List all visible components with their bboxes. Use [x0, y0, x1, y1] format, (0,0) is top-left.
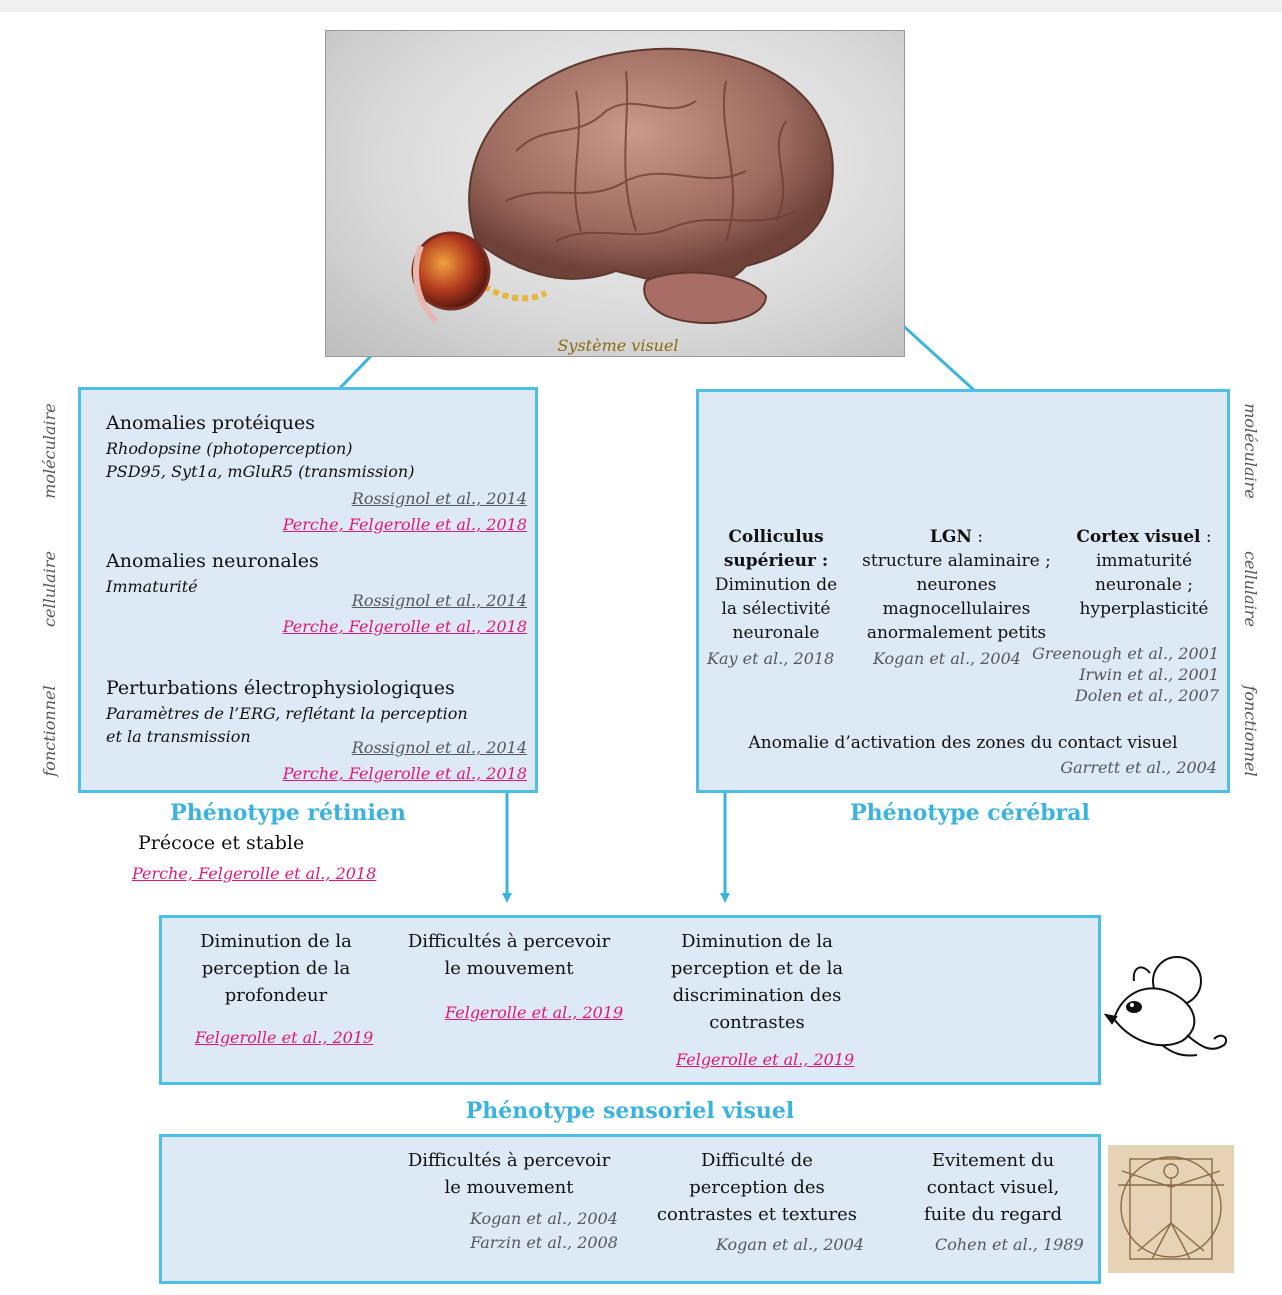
- citation: Felgerolle et al., 2019: [676, 1050, 855, 1069]
- mouse-depth-perception: Diminution de la perception de la profon…: [166, 928, 386, 1009]
- lgn-block: LGN : structure alaminaire ; neurones ma…: [859, 525, 1054, 645]
- colliculus-title-b: supérieur :: [723, 551, 829, 571]
- citation: Farzin et al., 2008: [470, 1233, 618, 1252]
- mouse-illustration: [1103, 956, 1228, 1057]
- right-axis-label-cellular: cellulaire: [1241, 551, 1260, 627]
- mouse-contrast-line: discrimination des: [672, 985, 842, 1006]
- mouse-contrast-line: Diminution de la: [681, 931, 833, 952]
- left-axis-label-cellular: cellulaire: [40, 551, 59, 627]
- human-motion-perception: Difficultés à percevoir le mouvement: [394, 1147, 624, 1201]
- colliculus-line: neuronale: [732, 623, 820, 643]
- electrophysiology-title: Perturbations électrophysiologiques: [106, 677, 455, 699]
- citation: Rossignol et al., 2014: [351, 489, 527, 508]
- cortex-citations: Greenough et al., 2001 Irwin et al., 200…: [1032, 643, 1219, 706]
- cerebral-phenotype-title: Phénotype cérébral: [850, 800, 1090, 826]
- human-gaze-line: contact visuel,: [926, 1177, 1060, 1198]
- mouse-contrast-line: perception et de la: [670, 958, 844, 979]
- colliculus-block: Colliculus supérieur : Diminution de la …: [701, 525, 851, 645]
- citation: Felgerolle et al., 2019: [195, 1028, 374, 1047]
- citation: Rossignol et al., 2014: [351, 738, 527, 757]
- citation: Perche, Felgerolle et al., 2018: [282, 764, 527, 783]
- human-contrast-line: perception des: [689, 1177, 825, 1198]
- cortex-block: Cortex visuel : immaturité neuronale ; h…: [1064, 525, 1224, 621]
- lgn-line: structure alaminaire ;: [862, 551, 1051, 571]
- citation: Kay et al., 2018: [707, 649, 835, 668]
- mouse-contrast-perception: Diminution de la perception et de la dis…: [642, 928, 872, 1036]
- colliculus-line: la sélectivité: [721, 599, 831, 619]
- colliculus-title-a: Colliculus: [728, 527, 824, 547]
- lgn-line: magnocellulaires: [882, 599, 1031, 619]
- electrophysiology-line-2: et la transmission: [106, 727, 251, 746]
- human-motion-citations: Kogan et al., 2004 Farzin et al., 2008: [470, 1207, 618, 1255]
- citation: Cohen et al., 1989: [935, 1235, 1084, 1254]
- human-gaze-line: Evitement du: [931, 1150, 1055, 1171]
- citation: Garrett et al., 2004: [1060, 758, 1217, 777]
- cortex-line: immaturité: [1095, 551, 1193, 571]
- citation: Kogan et al., 2004: [716, 1235, 864, 1254]
- right-axis-label-functional: fonctionnel: [1241, 685, 1260, 777]
- protein-line-1: Rhodopsine (photoperception): [106, 439, 353, 458]
- protein-anomalies-title: Anomalies protéiques: [106, 412, 315, 434]
- neuronal-line-1: Immaturité: [106, 577, 198, 596]
- electrophysiology-line-1: Paramètres de l’ERG, reflétant la percep…: [106, 704, 468, 723]
- citation: Greenough et al., 2001: [1032, 644, 1219, 663]
- neuronal-anomalies-title: Anomalies neuronales: [106, 550, 319, 572]
- retinal-phenotype-title: Phénotype rétinien: [170, 800, 406, 826]
- citation: Perche, Felgerolle et al., 2018: [282, 617, 527, 636]
- retinal-note: Précoce et stable: [138, 832, 305, 854]
- left-axis-label-molecular: moléculaire: [40, 403, 59, 499]
- cortex-colon: :: [1200, 527, 1212, 547]
- citation: Perche, Felgerolle et al., 2018: [132, 864, 377, 883]
- human-contrast-perception: Difficulté de perception des contrastes …: [642, 1147, 872, 1228]
- sensory-phenotype-title: Phénotype sensoriel visuel: [465, 1098, 795, 1124]
- retinal-phenotype-box: Anomalies protéiques Rhodopsine (photope…: [78, 387, 538, 793]
- human-motion-line: Difficultés à percevoir: [407, 1150, 611, 1171]
- mouse-depth-line: profondeur: [224, 985, 328, 1006]
- human-sensory-box: Difficultés à percevoir le mouvement Kog…: [159, 1134, 1101, 1284]
- citation: Kogan et al., 2004: [470, 1209, 618, 1228]
- lgn-line: anormalement petits: [866, 623, 1047, 643]
- citation: Irwin et al., 2001: [1079, 665, 1219, 684]
- citation: Dolen et al., 2007: [1074, 686, 1219, 705]
- lgn-title-line: LGN :: [859, 525, 1054, 549]
- mouse-motion-line: le mouvement: [444, 958, 574, 979]
- mouse-depth-line: Diminution de la: [200, 931, 352, 952]
- top-strip: [0, 0, 1282, 12]
- mouse-contrast-line: contrastes: [709, 1012, 805, 1033]
- mouse-motion-line: Difficultés à percevoir: [407, 931, 611, 952]
- cortex-line: hyperplasticité: [1079, 599, 1209, 619]
- citation: Kogan et al., 2004: [873, 649, 1021, 668]
- cerebral-phenotype-box: Colliculus supérieur : Diminution de la …: [696, 389, 1230, 793]
- human-contrast-line: contrastes et textures: [656, 1204, 858, 1225]
- human-contrast-line: Difficulté de: [701, 1150, 813, 1171]
- cortex-title-line: Cortex visuel :: [1064, 525, 1224, 549]
- right-axis-label-molecular: moléculaire: [1241, 403, 1260, 499]
- colliculus-line: Diminution de: [714, 575, 838, 595]
- mouse-motion-perception: Difficultés à percevoir le mouvement: [394, 928, 624, 982]
- lgn-title: LGN: [929, 527, 972, 547]
- citation: Rossignol et al., 2014: [351, 591, 527, 610]
- mouse-depth-line: perception de la: [201, 958, 351, 979]
- visual-system-image: Système visuel: [325, 30, 905, 357]
- human-motion-line: le mouvement: [444, 1177, 574, 1198]
- vitruvian-man-illustration: [1108, 1145, 1234, 1273]
- citation: Felgerolle et al., 2019: [445, 1003, 624, 1022]
- citation: Perche, Felgerolle et al., 2018: [282, 515, 527, 534]
- left-axis-label-functional: fonctionnel: [40, 685, 59, 777]
- lgn-line: neurones: [916, 575, 997, 595]
- brain-illustration: Système visuel: [411, 47, 834, 355]
- lgn-colon: :: [971, 527, 984, 547]
- mouse-sensory-box: Diminution de la perception de la profon…: [159, 915, 1101, 1085]
- cortex-title: Cortex visuel: [1076, 527, 1201, 547]
- human-gaze-line: fuite du regard: [923, 1204, 1063, 1225]
- cortex-line: neuronale ;: [1094, 575, 1194, 595]
- cerebral-bottom-line: Anomalie d’activation des zones du conta…: [748, 733, 1178, 753]
- protein-line-2: PSD95, Syt1a, mGluR5 (transmission): [106, 462, 415, 481]
- human-gaze-avoidance: Evitement du contact visuel, fuite du re…: [898, 1147, 1088, 1228]
- image-caption: Système visuel: [557, 336, 678, 355]
